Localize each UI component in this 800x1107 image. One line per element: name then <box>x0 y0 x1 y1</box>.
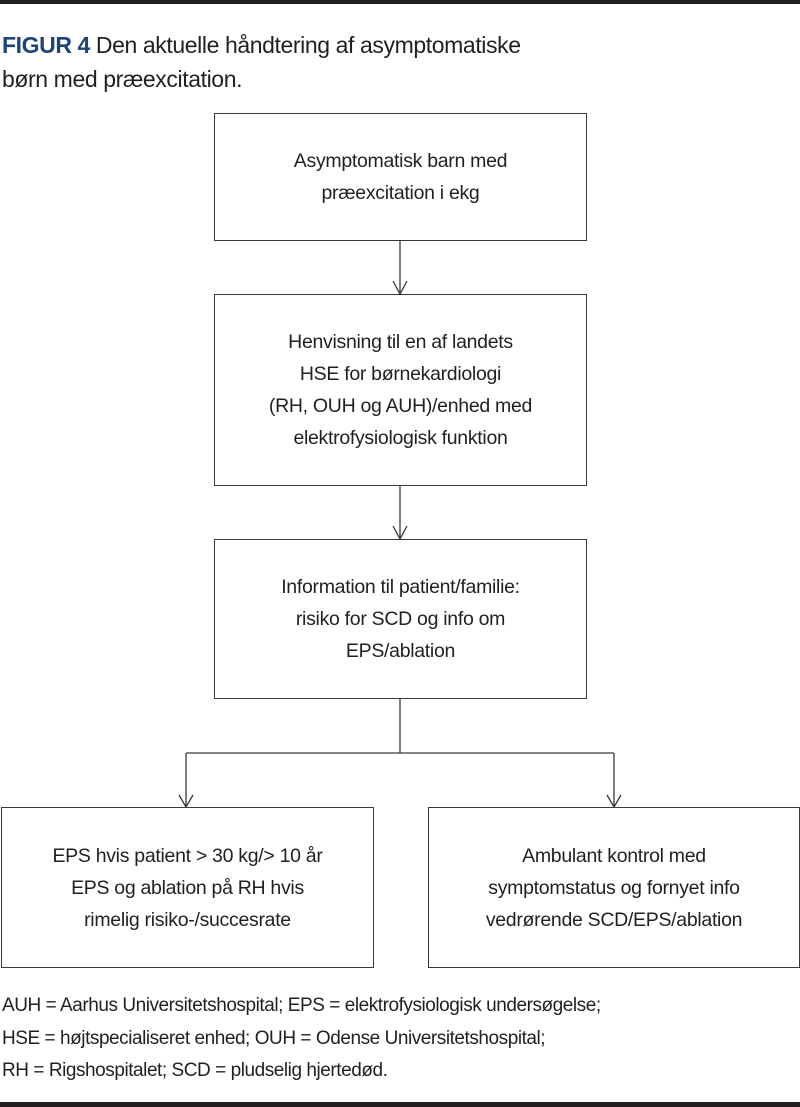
figure-caption: FIGUR 4 Den aktuelle håndtering af asymp… <box>2 28 702 96</box>
figure-title-line1: Den aktuelle håndtering af asymptomatisk… <box>89 32 521 58</box>
node-information: Information til patient/familie: risiko … <box>214 539 587 699</box>
figure-title-line2: børn med præexcitation. <box>2 66 243 92</box>
legend-line: RH = Rigshospitalet; SCD = pludselig hje… <box>2 1060 388 1081</box>
node-eps: EPS hvis patient > 30 kg/> 10 år EPS og … <box>1 807 374 968</box>
top-rule <box>0 0 800 4</box>
legend-line: AUH = Aarhus Universitetshospital; EPS =… <box>2 995 601 1016</box>
node-referral: Henvisning til en af landets HSE for bør… <box>214 294 587 486</box>
node-followup: Ambulant kontrol med symptomstatus og fo… <box>428 807 800 968</box>
bottom-rule <box>0 1102 800 1107</box>
node-start: Asymptomatisk barn med præexcitation i e… <box>214 113 587 241</box>
figure-label: FIGUR 4 <box>2 32 90 58</box>
legend-line: HSE = højtspecialiseret enhed; OUH = Ode… <box>2 1027 546 1049</box>
abbreviation-legend: AUH = Aarhus Universitetshospital; EPS =… <box>2 990 800 1088</box>
